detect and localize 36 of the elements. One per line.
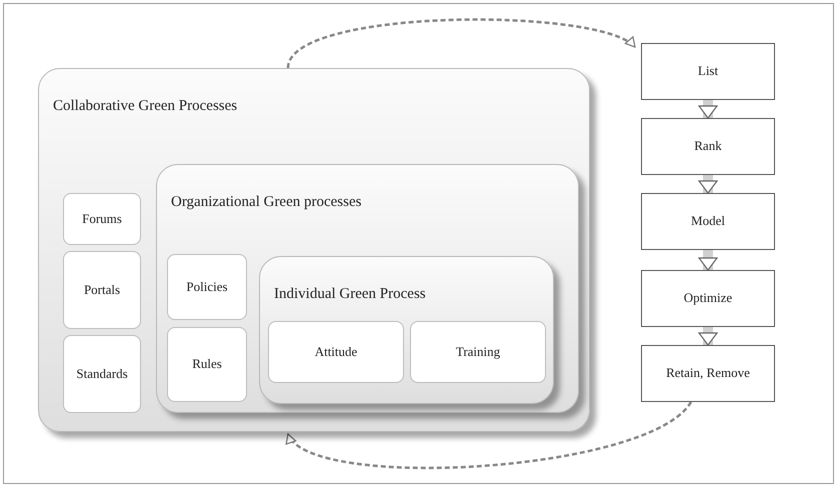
step-box [641,43,775,100]
item-box [268,321,404,383]
box-label: Rules [192,356,222,373]
item-box [167,327,247,402]
item-box [63,193,141,245]
box-label: Attitude [314,344,358,360]
box-label: List [698,63,718,80]
group-title: Organizational Green processes [171,193,362,212]
item-box [410,321,546,383]
box-label: Optimize [684,290,732,307]
box-label: Retain, Remove [666,365,750,382]
process-group [38,68,590,432]
step-box [641,193,775,250]
item-box [63,251,141,329]
box-label: Standards [76,366,128,382]
block-arrow [698,175,718,194]
box-label: Model [691,213,725,230]
box-label: Forums [82,210,122,228]
block-arrow [698,250,718,271]
box-label: Rank [694,138,722,155]
block-arrow [698,100,718,119]
block-arrow [698,327,718,346]
process-group [156,164,579,413]
step-box [641,118,775,175]
step-box [641,345,775,402]
box-label: Portals [84,282,120,298]
box-label: Training [456,344,500,360]
step-box [641,270,775,327]
process-group [259,256,554,404]
item-box [63,335,141,413]
item-box [167,254,247,320]
group-title: Collaborative Green Processes [53,97,238,116]
group-title: Individual Green Process [274,285,426,304]
box-label: Policies [186,278,228,296]
dashed-arrow [287,401,692,470]
dashed-arrow [286,18,636,69]
